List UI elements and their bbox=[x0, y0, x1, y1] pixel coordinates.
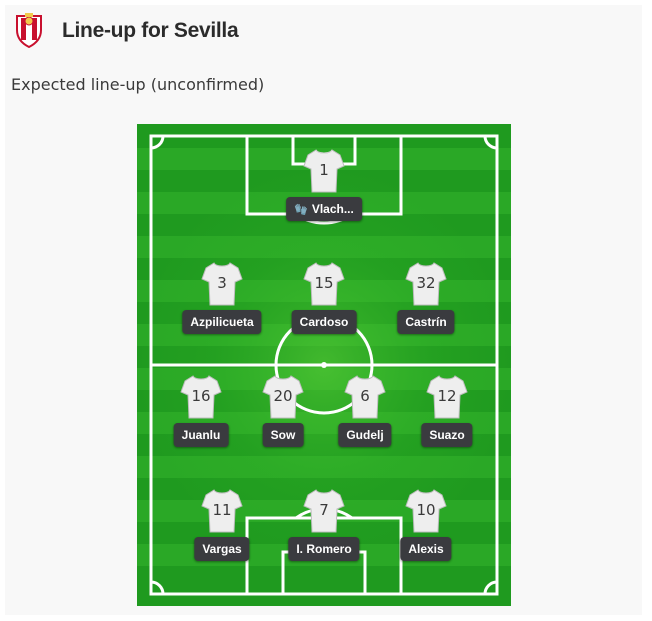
player-number: 16 bbox=[191, 387, 211, 405]
shirt-icon: 1 bbox=[303, 148, 345, 193]
shirt-icon: 15 bbox=[303, 261, 345, 306]
player-card[interactable]: 12 Suazo bbox=[407, 374, 487, 494]
page-title: Line-up for Sevilla bbox=[62, 19, 239, 42]
player-name: Alexis bbox=[400, 537, 452, 561]
player-number: 15 bbox=[314, 274, 334, 292]
player-number: 3 bbox=[217, 274, 227, 292]
player-card[interactable]: 3 Azpilicueta bbox=[182, 261, 262, 381]
shirt-icon: 10 bbox=[405, 488, 447, 533]
player-name: Cardoso bbox=[291, 310, 357, 334]
player-name: Vlach... bbox=[311, 202, 354, 216]
player-name: Vargas bbox=[194, 537, 250, 561]
player-card[interactable]: 32 Castrín bbox=[386, 261, 466, 381]
shirt-icon: 6 bbox=[344, 374, 386, 419]
lineup-card: Line-up for Sevilla Expected line-up (un… bbox=[5, 5, 642, 615]
player-name: Suazo bbox=[421, 423, 473, 447]
shirt-icon: 32 bbox=[405, 261, 447, 306]
player-number: 1 bbox=[319, 161, 329, 179]
player-name: Castrín bbox=[397, 310, 455, 334]
player-name: Gudelj bbox=[338, 423, 392, 447]
player-number: 11 bbox=[212, 501, 232, 519]
shirt-icon: 12 bbox=[426, 374, 468, 419]
player-name: Azpilicueta bbox=[182, 310, 262, 334]
lineup-header: Line-up for Sevilla bbox=[5, 5, 642, 55]
player-name: Juanlu bbox=[173, 423, 229, 447]
player-card[interactable]: 20 Sow bbox=[243, 374, 323, 494]
player-name-tag: 🧤Vlach... bbox=[286, 197, 362, 221]
player-number: 7 bbox=[319, 501, 329, 519]
shirt-icon: 7 bbox=[303, 488, 345, 533]
player-number: 32 bbox=[416, 274, 436, 292]
lineup-status-text: Expected line-up (unconfirmed) bbox=[11, 75, 265, 94]
player-number: 10 bbox=[416, 501, 436, 519]
player-number: 12 bbox=[437, 387, 457, 405]
player-card[interactable]: 15 Cardoso bbox=[284, 261, 364, 381]
shirt-icon: 3 bbox=[201, 261, 243, 306]
shirt-icon: 16 bbox=[180, 374, 222, 419]
football-pitch: 1 🧤Vlach... 3 Azpilicueta 15 Cardoso 32 bbox=[137, 124, 511, 606]
shirt-icon: 11 bbox=[201, 488, 243, 533]
goalkeeper-glove-icon: 🧤 bbox=[294, 204, 308, 216]
player-goalkeeper[interactable]: 1 🧤Vlach... bbox=[284, 148, 364, 268]
player-card[interactable]: 6 Gudelj bbox=[325, 374, 405, 494]
player-card[interactable]: 7 I. Romero bbox=[284, 488, 364, 608]
player-name: I. Romero bbox=[288, 537, 360, 561]
player-card[interactable]: 10 Alexis bbox=[386, 488, 466, 608]
sevilla-crest-icon bbox=[13, 12, 45, 49]
player-number: 20 bbox=[273, 387, 293, 405]
player-number: 6 bbox=[360, 387, 370, 405]
player-card[interactable]: 16 Juanlu bbox=[161, 374, 241, 494]
shirt-icon: 20 bbox=[262, 374, 304, 419]
player-name: Sow bbox=[262, 423, 304, 447]
player-card[interactable]: 11 Vargas bbox=[182, 488, 262, 608]
